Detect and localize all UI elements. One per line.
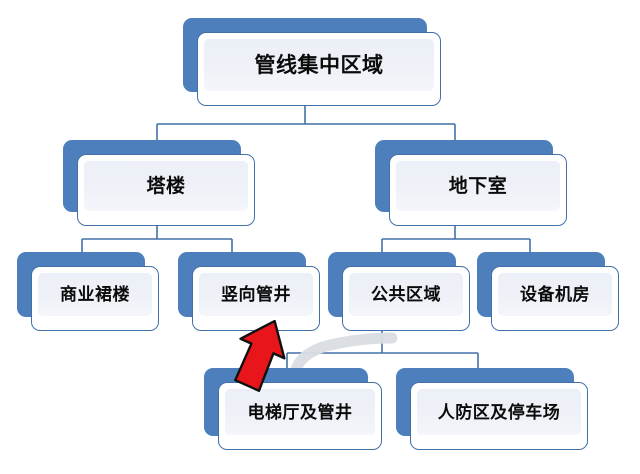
node-card: 电梯厅及管井 [218, 382, 382, 450]
node-public-area[interactable]: 公共区域 [328, 252, 470, 331]
node-label: 设备机房 [520, 285, 590, 304]
node-label: 地下室 [448, 175, 508, 197]
node-card: 塔楼 [77, 154, 255, 226]
node-label: 公共区域 [371, 285, 441, 304]
node-card: 竖向管井 [192, 266, 320, 331]
node-inner-panel: 设备机房 [498, 273, 612, 316]
node-card: 人防区及停车场 [410, 382, 588, 450]
node-elevator-hall[interactable]: 电梯厅及管井 [204, 368, 382, 450]
node-vertical-shaft[interactable]: 竖向管井 [178, 252, 320, 331]
node-card: 地下室 [389, 154, 567, 226]
node-card: 公共区域 [342, 266, 470, 331]
node-card: 商业裙楼 [31, 266, 159, 331]
node-label: 竖向管井 [221, 285, 291, 304]
node-defense-parking[interactable]: 人防区及停车场 [396, 368, 588, 450]
node-label: 电梯厅及管井 [247, 402, 353, 422]
node-equipment-room[interactable]: 设备机房 [477, 252, 619, 331]
node-inner-panel: 商业裙楼 [38, 273, 152, 316]
node-inner-panel: 公共区域 [349, 273, 463, 316]
node-inner-panel: 电梯厅及管井 [225, 389, 375, 435]
node-inner-panel: 竖向管井 [199, 273, 313, 316]
node-root[interactable]: 管线集中区域 [183, 18, 441, 106]
node-inner-panel: 塔楼 [84, 161, 248, 211]
node-card: 设备机房 [491, 266, 619, 331]
node-inner-panel: 管线集中区域 [204, 39, 434, 91]
node-inner-panel: 人防区及停车场 [417, 389, 581, 435]
node-label: 塔楼 [146, 175, 186, 197]
node-commercial-podium[interactable]: 商业裙楼 [17, 252, 159, 331]
node-label: 人防区及停车场 [437, 402, 561, 422]
node-label: 管线集中区域 [254, 53, 384, 77]
node-basement[interactable]: 地下室 [375, 140, 567, 226]
node-label: 商业裙楼 [60, 285, 130, 304]
red-arrow-icon [234, 319, 286, 392]
node-inner-panel: 地下室 [396, 161, 560, 211]
node-card: 管线集中区域 [197, 32, 441, 106]
node-tower[interactable]: 塔楼 [63, 140, 255, 226]
